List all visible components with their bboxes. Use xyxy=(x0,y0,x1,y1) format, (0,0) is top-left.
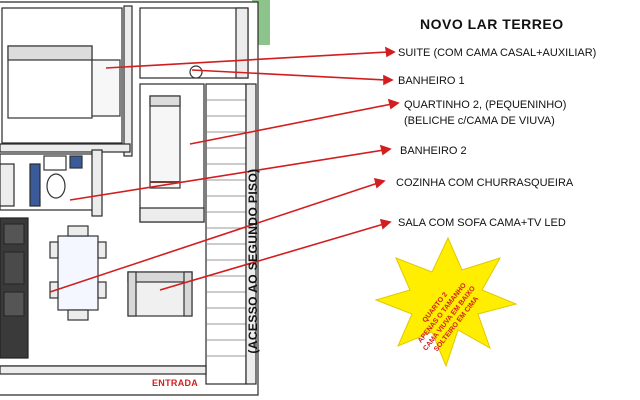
label-quartinho-line1: QUARTINHO 2, (PEQUENINHO) xyxy=(404,99,567,111)
arrow-banheiro2 xyxy=(69,149,385,201)
starburst-badge xyxy=(374,236,518,368)
dining-table xyxy=(57,235,99,311)
label-quartinho-line2: (BELICHE c/CAMA DE VIUVA) xyxy=(404,115,555,127)
label-suite: SUITE (COM CAMA CASAL+AUXILIAR) xyxy=(398,47,597,59)
diagram-title: NOVO LAR TERREO xyxy=(420,16,564,32)
toilet-2 xyxy=(46,173,66,199)
arrow-banheiro1 xyxy=(191,69,387,81)
label-cozinha: COZINHA COM CHURRASQUEIRA xyxy=(396,177,574,189)
stairs-label: (ACESSO AO SEGUNDO PISO) xyxy=(246,168,260,354)
floor-plan xyxy=(0,1,259,396)
sink-2 xyxy=(43,155,67,171)
arrow-suite xyxy=(105,51,389,69)
toilet-1 xyxy=(189,65,203,79)
label-banheiro2: BANHEIRO 2 xyxy=(400,145,467,157)
pointer-arrows xyxy=(49,46,400,293)
label-sala: SALA COM SOFA CAMA+TV LED xyxy=(398,217,566,229)
label-banheiro1: BANHEIRO 1 xyxy=(398,75,465,87)
arrow-sala xyxy=(159,223,385,291)
entrance-label: ENTRADA xyxy=(152,378,199,388)
arrow-quartinho xyxy=(189,103,393,145)
arrow-cozinha xyxy=(49,182,379,293)
bunk-bed xyxy=(149,95,181,189)
